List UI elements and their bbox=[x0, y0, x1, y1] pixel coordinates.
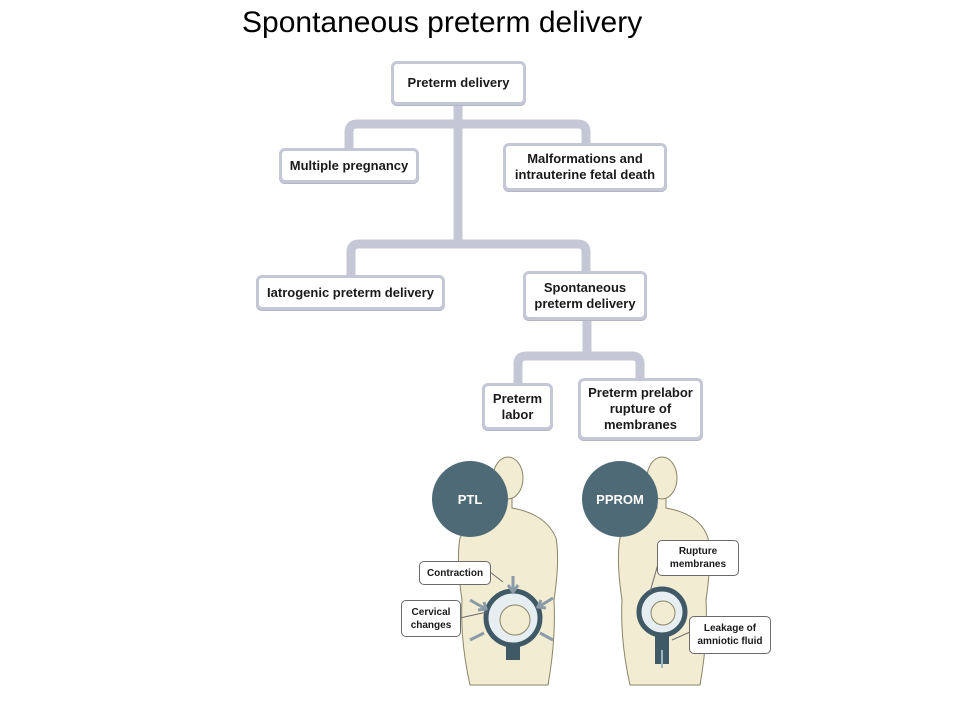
node-malformations-line2: intrauterine fetal death bbox=[514, 167, 656, 182]
tree-connectors bbox=[344, 104, 645, 385]
ptl-badge: PTL bbox=[432, 461, 508, 537]
node-pprom-line2: rupture of bbox=[609, 401, 672, 416]
node-preterm-labor: Preterm labor bbox=[482, 383, 553, 430]
node-spontaneous-line2: preterm delivery bbox=[534, 295, 636, 311]
ptl-cervix bbox=[506, 643, 520, 660]
pprom-badge: PPROM bbox=[582, 461, 658, 537]
ptl-arrow-right bbox=[535, 596, 554, 610]
node-iatrogenic: Iatrogenic preterm delivery bbox=[256, 275, 445, 310]
callout-leakage: Leakage of amniotic fluid bbox=[689, 616, 771, 654]
callout-rupture-line1: Rupture bbox=[678, 546, 718, 557]
connector-level1 bbox=[344, 119, 591, 150]
node-preterm-labor-line1: Preterm bbox=[492, 390, 543, 406]
node-malformations-line1: Malformations and bbox=[527, 151, 643, 166]
node-malformations: Malformations and intrauterine fetal dea… bbox=[503, 143, 667, 191]
pprom-badge-label: PPROM bbox=[596, 491, 644, 507]
slide-title: Spontaneous preterm delivery bbox=[242, 6, 643, 39]
callout-rupture-line2: membranes bbox=[669, 559, 727, 570]
node-preterm-delivery-label: Preterm delivery bbox=[407, 75, 510, 90]
ptl-arrow-lowright bbox=[539, 631, 554, 642]
pprom-cervix bbox=[655, 633, 669, 664]
callout-cervical-line1: Cervical bbox=[411, 606, 451, 618]
node-pprom-line1: Preterm prelabor bbox=[588, 385, 693, 400]
callout-cervical-line2: changes bbox=[410, 619, 452, 631]
node-pprom-line3: membranes bbox=[604, 417, 677, 432]
node-preterm-delivery: Preterm delivery bbox=[391, 61, 526, 105]
connector-level3 bbox=[513, 351, 645, 385]
ptl-fetus bbox=[499, 604, 531, 636]
node-preterm-labor-line2: labor bbox=[501, 406, 534, 422]
pprom-fetus bbox=[650, 600, 676, 626]
callout-contraction: Contraction bbox=[419, 561, 491, 585]
node-iatrogenic-label: Iatrogenic preterm delivery bbox=[267, 284, 434, 300]
ptl-arrow-left bbox=[469, 598, 488, 612]
callout-rupture-membranes: Rupture membranes bbox=[657, 540, 739, 576]
callout-leakage-line1: Leakage of bbox=[703, 623, 757, 634]
ptl-arrow-top bbox=[506, 576, 520, 595]
callout-contraction-label: Contraction bbox=[426, 567, 484, 579]
callout-cervical-changes: Cervical changes bbox=[401, 600, 461, 637]
node-multiple-pregnancy-label: Multiple pregnancy bbox=[289, 157, 409, 173]
ptl-arrow-lowleft bbox=[469, 631, 485, 642]
connector-level2 bbox=[346, 239, 591, 280]
callout-leakage-line2: amniotic fluid bbox=[697, 636, 763, 647]
node-multiple-pregnancy: Multiple pregnancy bbox=[279, 148, 419, 183]
node-spontaneous-line1: Spontaneous bbox=[543, 279, 627, 295]
node-spontaneous: Spontaneous preterm delivery bbox=[523, 271, 647, 320]
ptl-badge-label: PTL bbox=[457, 491, 483, 507]
node-pprom: Preterm prelabor rupture of membranes bbox=[578, 378, 703, 440]
